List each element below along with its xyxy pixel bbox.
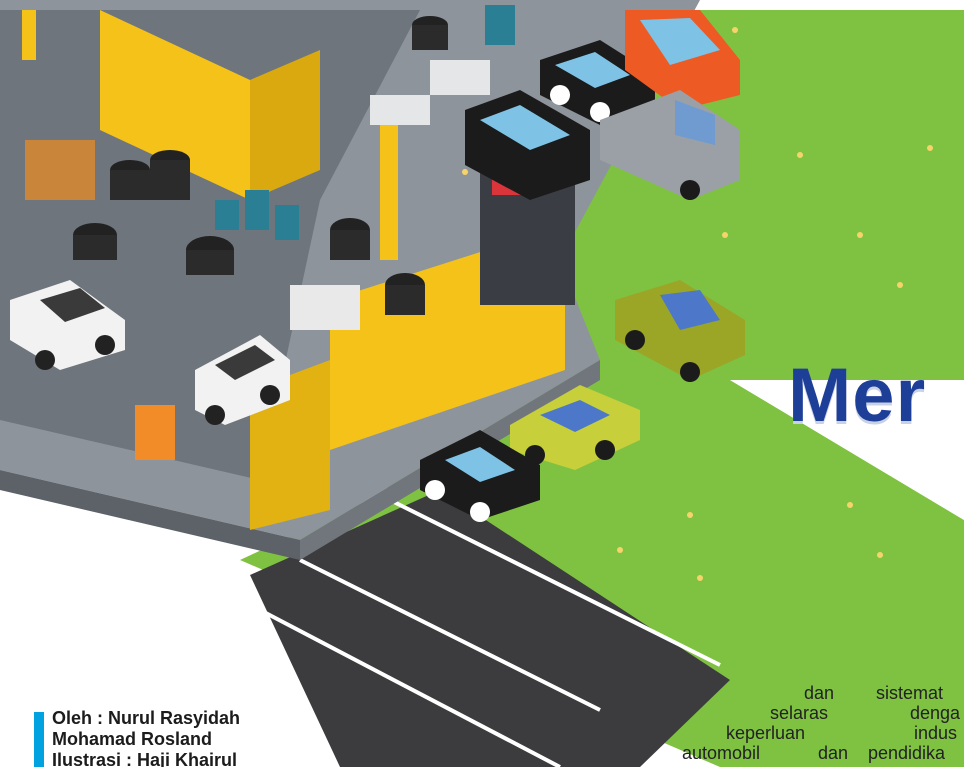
headline-panel xyxy=(730,380,964,520)
article-body-column: dan sistemat selaras denga keperluan ind… xyxy=(678,683,964,767)
headline: Mer xyxy=(788,353,927,438)
byline-author-surname: Mohamad Rosland xyxy=(52,729,213,749)
white-car xyxy=(195,335,290,425)
black-suv xyxy=(465,90,590,200)
wall xyxy=(100,10,250,200)
tyre-stack xyxy=(73,16,448,315)
crates xyxy=(25,140,95,200)
black-car xyxy=(420,430,540,522)
body-word: dan xyxy=(818,743,849,763)
byline-accent-bar xyxy=(34,712,44,767)
wall-post xyxy=(380,100,398,260)
body-line: keperluan indus xyxy=(678,723,964,743)
road-line xyxy=(389,498,721,667)
body-line: selaras denga xyxy=(678,703,964,723)
body-word: automobil xyxy=(682,743,761,763)
byline-author: Oleh : Nurul Rasyidah xyxy=(52,708,241,728)
headline-clip: Mer xyxy=(780,340,964,450)
road xyxy=(250,490,730,767)
floor-edge xyxy=(0,470,300,560)
white-car xyxy=(10,280,125,370)
grass-flowers xyxy=(462,27,933,581)
body-word: selaras xyxy=(770,703,829,723)
body-word: dan xyxy=(804,683,835,703)
byline-illustrator: Ilustrasi : Haji Khairul xyxy=(52,750,238,767)
byline: Oleh : Nurul Rasyidah Mohamad Rosland Il… xyxy=(34,708,334,767)
concrete-block xyxy=(430,60,490,95)
body-word: denga xyxy=(910,703,961,723)
body-word: sistemat xyxy=(876,683,944,703)
yellow-car xyxy=(510,385,640,470)
wall xyxy=(250,50,320,200)
orange-van xyxy=(625,10,740,110)
wall-post xyxy=(22,10,36,60)
olive-pickup xyxy=(615,280,745,382)
grey-truck xyxy=(600,90,740,200)
road-line xyxy=(299,558,601,712)
body-word: indus xyxy=(914,723,958,743)
byline-text: Oleh : Nurul Rasyidah Mohamad Rosland Il… xyxy=(52,708,240,767)
body-word: keperluan xyxy=(726,723,806,743)
cabinet xyxy=(135,405,175,460)
body-word: pendidika xyxy=(868,743,946,763)
body-line: dan sistemat xyxy=(678,683,964,703)
battery-bench xyxy=(290,285,360,330)
road-line xyxy=(259,608,561,767)
body-line: automobil dan pendidika xyxy=(678,743,964,763)
oil-barrels xyxy=(215,5,515,240)
concrete-block xyxy=(370,95,430,125)
